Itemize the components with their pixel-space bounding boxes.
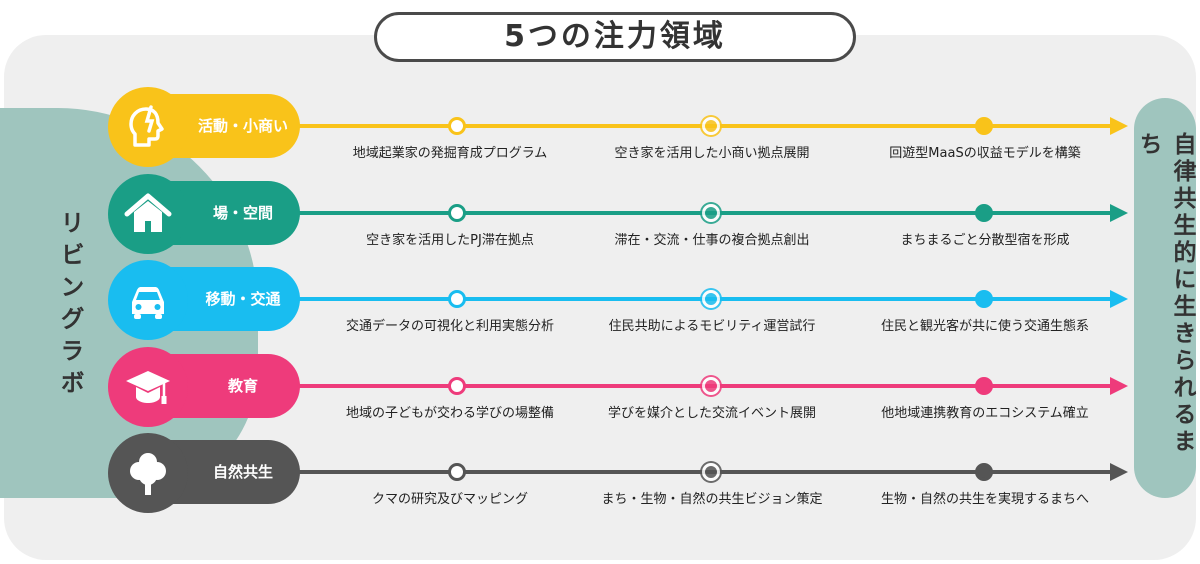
milestone-3: 住民と観光客が共に使う交通生態系 bbox=[880, 319, 1089, 334]
milestone-3: 回遊型MaaSの収益モデルを構築 bbox=[889, 146, 1081, 161]
area-label: 場・空間 bbox=[212, 204, 273, 222]
arrow-head bbox=[1110, 204, 1128, 222]
arrow-head bbox=[1110, 377, 1128, 395]
milestone-dot-3 bbox=[975, 290, 993, 308]
milestone-2: 滞在・交流・仕事の複合拠点創出 bbox=[614, 233, 810, 248]
milestone-3: まちまるごと分散型宿を形成 bbox=[900, 233, 1070, 248]
head-lightbulb-icon bbox=[129, 105, 164, 147]
goal-label: 自律共生的に生きられるまち bbox=[1135, 132, 1195, 456]
area-row: 活動・小商い 地域起業家の発掘育成プログラム 空き家を活用した小商い拠点展開 回… bbox=[0, 87, 1200, 167]
area-icon-circle bbox=[108, 174, 188, 254]
area-row: 教育 地域の子どもが交わる学びの場整備 学びを媒介とした交流イベント展開 他地域… bbox=[0, 347, 1200, 427]
milestone-dot-1 bbox=[448, 117, 466, 135]
milestone-dot-2 bbox=[702, 290, 720, 308]
living-lab-label: リビングラボ bbox=[56, 210, 84, 402]
milestone-dot-1 bbox=[448, 290, 466, 308]
area-row: 移動・交通 交通データの可視化と利用実態分析 住民共助によるモビリティ運営試行 … bbox=[0, 260, 1200, 340]
goal-pill bbox=[1134, 98, 1196, 498]
milestone-1: 地域起業家の発掘育成プログラム bbox=[352, 146, 548, 161]
milestone-2: 空き家を活用した小商い拠点展開 bbox=[614, 146, 810, 161]
area-label: 自然共生 bbox=[212, 463, 273, 481]
milestone-dot-3 bbox=[975, 377, 993, 395]
area-icon-circle bbox=[108, 87, 188, 167]
arrow-head bbox=[1110, 117, 1128, 135]
tree-icon bbox=[130, 453, 166, 495]
area-label: 活動・小商い bbox=[197, 117, 288, 135]
area-row: 場・空間 空き家を活用したPJ滞在拠点 滞在・交流・仕事の複合拠点創出 まちまる… bbox=[0, 174, 1200, 254]
milestone-dot-3 bbox=[975, 117, 993, 135]
area-icon-circle bbox=[108, 433, 188, 513]
milestone-3: 生物・自然の共生を実現するまちへ bbox=[880, 492, 1089, 507]
milestone-dot-1 bbox=[448, 204, 466, 222]
graduation-cap-icon bbox=[126, 371, 170, 404]
area-row: 自然共生 クマの研究及びマッピング まち・生物・自然の共生ビジョン策定 生物・自… bbox=[0, 433, 1200, 513]
milestone-1: 空き家を活用したPJ滞在拠点 bbox=[366, 233, 534, 248]
milestone-dot-2 bbox=[702, 377, 720, 395]
page-title: 5つの注力領域 bbox=[374, 12, 856, 62]
milestone-dot-2 bbox=[702, 117, 720, 135]
milestone-dot-3 bbox=[975, 204, 993, 222]
car-icon bbox=[132, 287, 164, 319]
milestone-1: クマの研究及びマッピング bbox=[371, 492, 528, 507]
milestone-2: 学びを媒介とした交流イベント展開 bbox=[607, 406, 816, 421]
milestone-1: 交通データの可視化と利用実態分析 bbox=[345, 319, 554, 334]
arrow-head bbox=[1110, 463, 1128, 481]
milestone-dot-2 bbox=[702, 463, 720, 481]
milestone-1: 地域の子どもが交わる学びの場整備 bbox=[345, 406, 554, 421]
milestone-3: 他地域連携教育のエコシステム確立 bbox=[881, 406, 1089, 421]
area-label: 移動・交通 bbox=[205, 290, 281, 308]
milestone-2: 住民共助によるモビリティ運営試行 bbox=[608, 319, 816, 334]
milestone-dot-1 bbox=[448, 377, 466, 395]
house-icon bbox=[124, 193, 172, 232]
arrow-head bbox=[1110, 290, 1128, 308]
milestone-2: まち・生物・自然の共生ビジョン策定 bbox=[601, 492, 823, 507]
milestone-dot-2 bbox=[702, 204, 720, 222]
area-label: 教育 bbox=[227, 377, 258, 395]
milestone-dot-3 bbox=[975, 463, 993, 481]
area-icon-circle bbox=[108, 347, 188, 427]
milestone-dot-1 bbox=[448, 463, 466, 481]
area-icon-circle bbox=[108, 260, 188, 340]
